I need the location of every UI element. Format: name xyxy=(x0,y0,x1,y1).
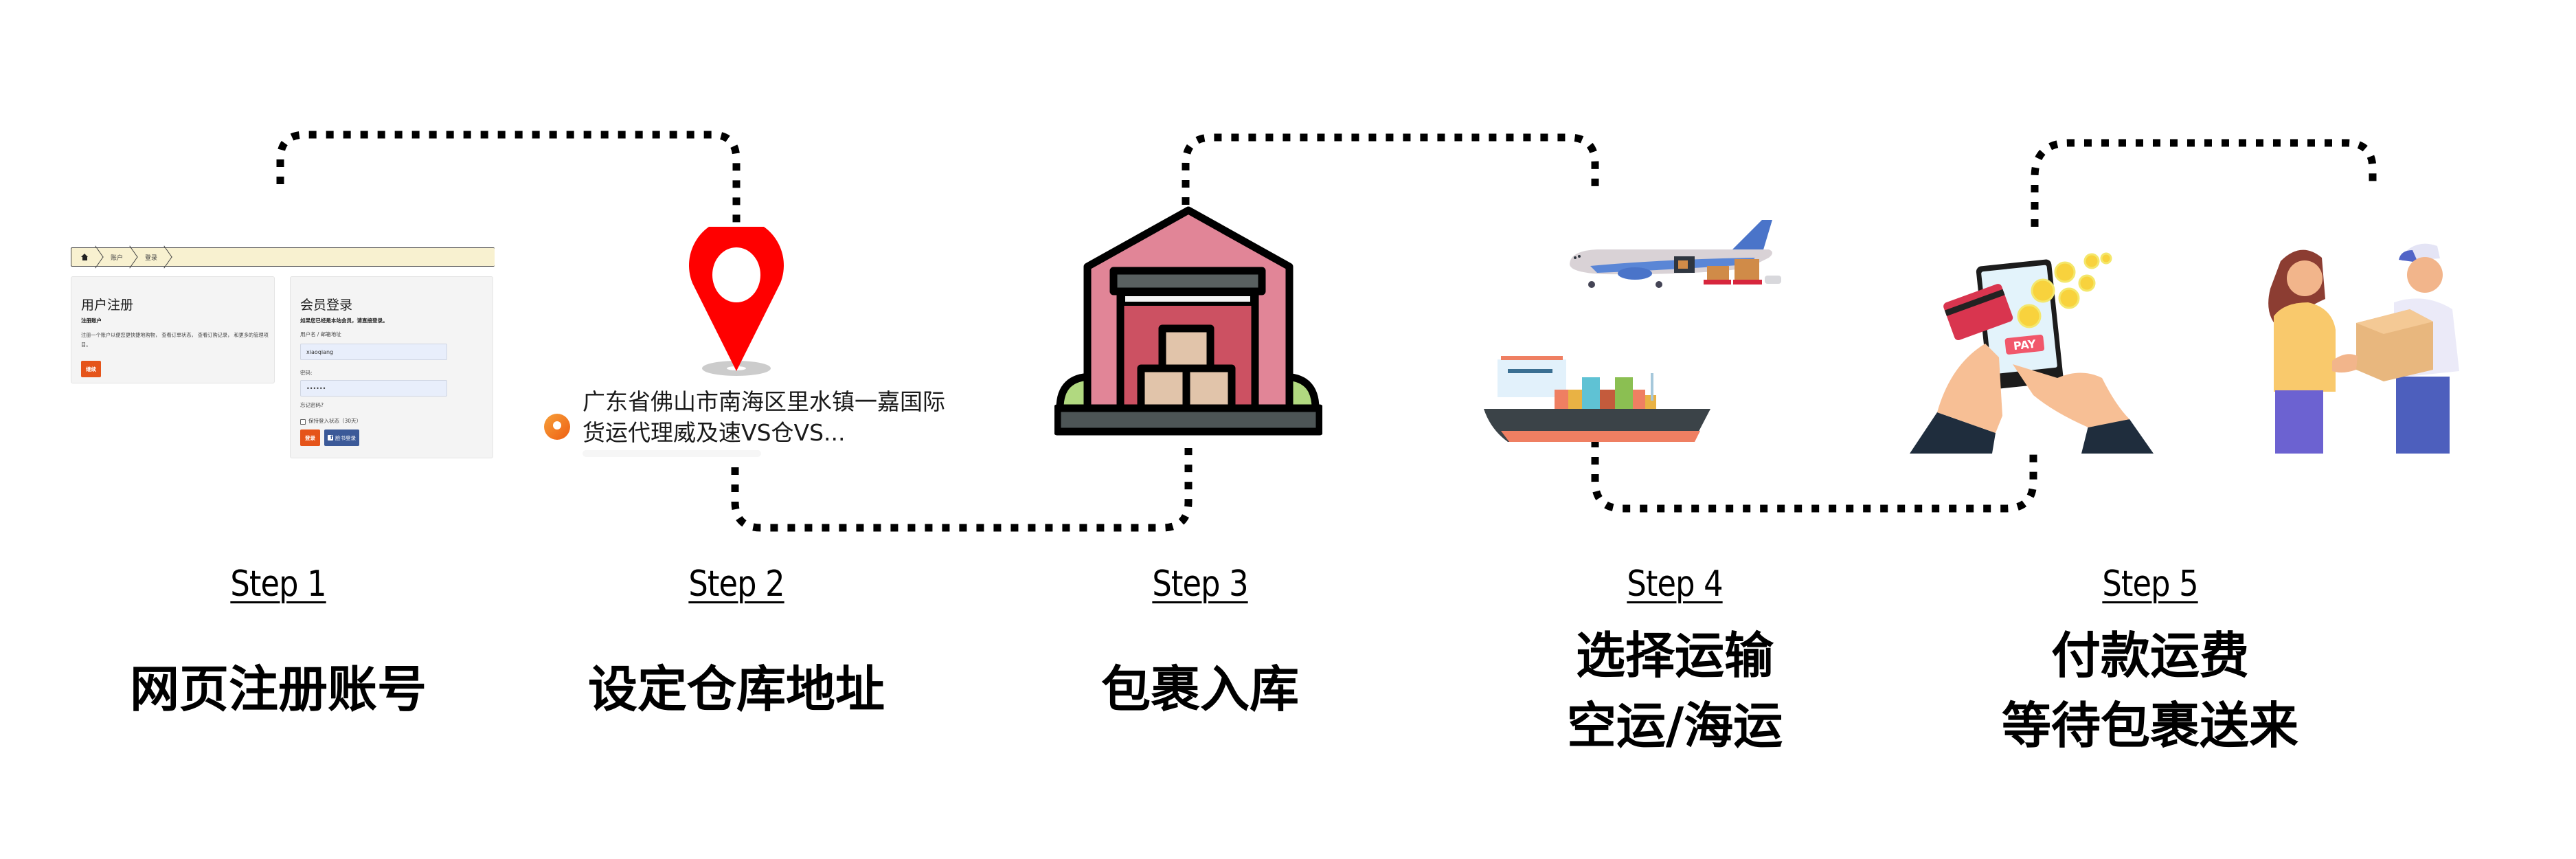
step-1-title: 网页注册账号 xyxy=(72,654,484,724)
facebook-login-button[interactable]: f 脸书登录 xyxy=(324,430,359,446)
username-input[interactable]: xiaoqiang xyxy=(300,344,447,360)
hand-right xyxy=(2013,364,2129,427)
breadcrumb-home[interactable] xyxy=(71,248,101,266)
register-description: 注册一个账户以便您更快捷地购物， 查看订单状态， 查看订购记录， 和更多的管理项… xyxy=(81,332,269,348)
connector-step5-end xyxy=(2031,139,2377,227)
cargo-cart-2 xyxy=(1735,259,1759,281)
plane-engine xyxy=(1618,267,1652,280)
step-5-title-line-1: 付款运费 xyxy=(2050,627,2249,684)
login-subtitle: 如果您已经是本站会员，请直接登录。 xyxy=(300,317,388,324)
man-pants xyxy=(2396,377,2450,454)
pay-button xyxy=(2004,334,2045,355)
connector-step2-to-step3 xyxy=(731,448,1193,532)
login-button[interactable]: 登录 xyxy=(300,430,320,446)
step-2-title: 设定仓库地址 xyxy=(530,654,942,724)
remember-me-checkbox[interactable] xyxy=(300,419,306,425)
cargo-plane-icon xyxy=(1570,220,1781,288)
step-4-title-line-1: 选择运输 xyxy=(1575,627,1774,684)
coins xyxy=(2017,252,2112,328)
step-4-title: 选择运输 空运/海运 xyxy=(1469,621,1881,761)
facebook-login-label: 脸书登录 xyxy=(335,434,356,441)
breadcrumb: 账户 登录 xyxy=(71,247,495,267)
address-line-2: 货运代理威及速VS仓VS... xyxy=(583,419,846,446)
step-5-title: 付款运费 等待包裹送来 xyxy=(1944,621,2356,761)
step-2-title-line-1: 设定仓库地址 xyxy=(587,660,885,718)
step-1-label: Step 1 xyxy=(230,564,326,605)
mobile-payment-icon: PAY xyxy=(1910,252,2154,454)
man-face xyxy=(2407,257,2443,293)
step-3-title-line-1: 包裹入库 xyxy=(1100,660,1299,718)
cargo-cart-1 xyxy=(1707,266,1729,281)
woman-pants xyxy=(2275,390,2323,454)
connector-step1-to-step2 xyxy=(276,131,741,227)
forgot-password-link[interactable]: 忘记密码? xyxy=(300,402,324,408)
containers xyxy=(1555,377,1656,412)
plane-tail xyxy=(1731,220,1772,254)
suit-sleeve-right xyxy=(2081,419,2154,454)
continue-button[interactable]: 继续 xyxy=(81,361,101,377)
step-1-title-line-1: 网页注册账号 xyxy=(129,660,427,718)
login-title: 会员登录 xyxy=(300,298,353,313)
home-icon xyxy=(81,254,89,260)
warehouse-address: 广东省佛山市南海区里水镇一嘉国际 货运代理威及速VS仓VS... xyxy=(583,386,945,448)
step-4-title-line-2: 空运/海运 xyxy=(1566,697,1783,755)
suit-sleeve-left xyxy=(1910,412,1996,454)
remember-me-label: 保持登入状态（30天） xyxy=(308,418,362,424)
door-frame-top xyxy=(1109,267,1266,295)
username-label: 用户名 / 邮箱地址 xyxy=(300,331,341,337)
hand-woman xyxy=(2332,354,2358,373)
register-subtitle: 注册账户 xyxy=(81,317,102,324)
address-location-icon xyxy=(544,414,570,440)
address-line-1: 广东省佛山市南海区里水镇一嘉国际 xyxy=(583,388,945,415)
cargo-ship-icon xyxy=(1484,356,1710,442)
step-2-label: Step 2 xyxy=(688,564,784,605)
connector-step3-to-step4 xyxy=(1182,133,1599,205)
step-5-title-line-2: 等待包裹送来 xyxy=(2001,697,2298,755)
package-delivery-icon xyxy=(2268,243,2459,454)
woman-cardigan xyxy=(2274,302,2336,392)
facebook-icon: f xyxy=(328,435,333,440)
password-input[interactable]: •••••• xyxy=(300,380,447,397)
step-5-label: Step 5 xyxy=(2102,564,2198,605)
pay-button-label: PAY xyxy=(2013,337,2037,353)
address-highlight xyxy=(583,450,761,457)
step-3-label: Step 3 xyxy=(1152,564,1248,605)
step-3-title: 包裹入库 xyxy=(994,654,1406,724)
website-login-screenshot: 账户 登录 用户注册 注册账户 注册一个账户以便您更快捷地购物， 查看订单状态，… xyxy=(71,247,495,460)
warehouse-base xyxy=(1054,404,1322,436)
breadcrumb-login[interactable]: 登录 xyxy=(135,248,170,266)
map-pin-icon xyxy=(689,227,784,376)
password-label: 密码: xyxy=(300,370,313,376)
step-4-label: Step 4 xyxy=(1627,564,1723,605)
woman-face xyxy=(2287,260,2323,296)
breadcrumb-account[interactable]: 账户 xyxy=(101,248,135,266)
warehouse-icon xyxy=(1054,206,1322,436)
register-card: 用户注册 注册账户 注册一个账户以便您更快捷地购物， 查看订单状态， 查看订购记… xyxy=(71,276,275,383)
hand-left xyxy=(1937,344,2002,433)
login-card: 会员登录 如果您已经是本站会员，请直接登录。 用户名 / 邮箱地址 xiaoqi… xyxy=(290,276,493,458)
register-title: 用户注册 xyxy=(81,298,134,313)
